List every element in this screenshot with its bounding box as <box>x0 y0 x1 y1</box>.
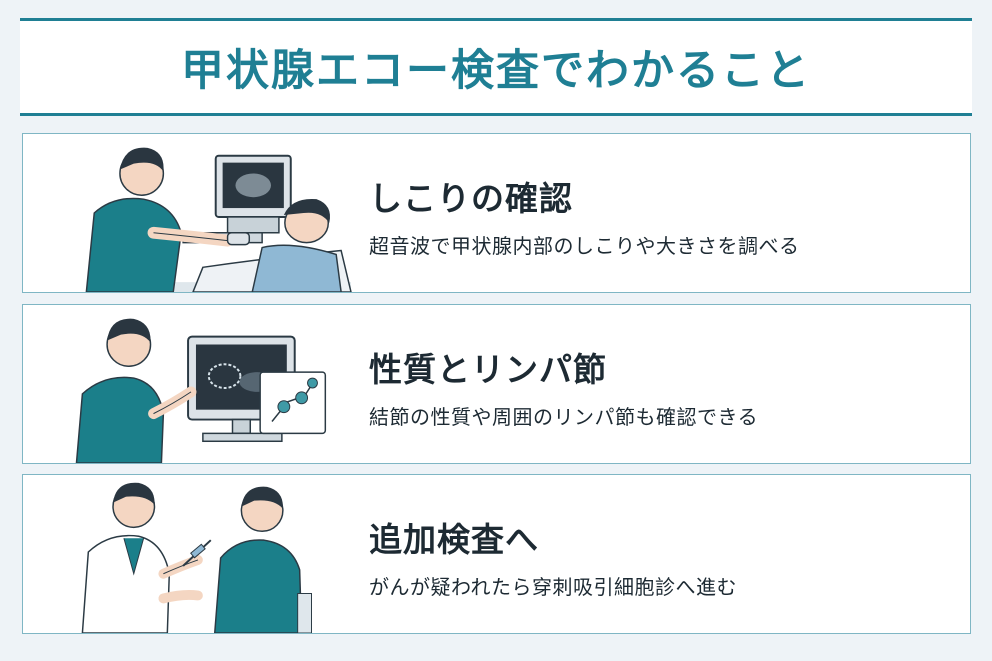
card-description: 超音波で甲状腺内部のしこりや大きさを調べる <box>369 234 800 258</box>
ultrasound-exam-illustration <box>85 147 352 292</box>
card-lump-check: しこりの確認 超音波で甲状腺内部のしこりや大きさを調べる <box>22 133 971 293</box>
page-title: 甲状腺エコー検査でわかること <box>181 46 811 96</box>
card-description: 結節の性質や周囲のリンパ節も確認できる <box>369 405 759 429</box>
card-heading: しこりの確認 <box>369 179 573 218</box>
card-heading: 性質とリンパ節 <box>369 350 607 389</box>
card-additional-test: 追加検査へ がんが疑われたら穿刺吸引細胞診へ進む <box>22 474 971 634</box>
card-heading: 追加検査へ <box>369 520 539 559</box>
card-lymph-node: 性質とリンパ節 結節の性質や周囲のリンパ節も確認できる <box>22 304 971 464</box>
title-banner: 甲状腺エコー検査でわかること <box>20 18 972 116</box>
card-description: がんが疑われたら穿刺吸引細胞診へ進む <box>369 575 737 599</box>
doctor-consultation-illustration <box>81 482 312 633</box>
monitor-lymph-node-illustration <box>75 318 327 463</box>
